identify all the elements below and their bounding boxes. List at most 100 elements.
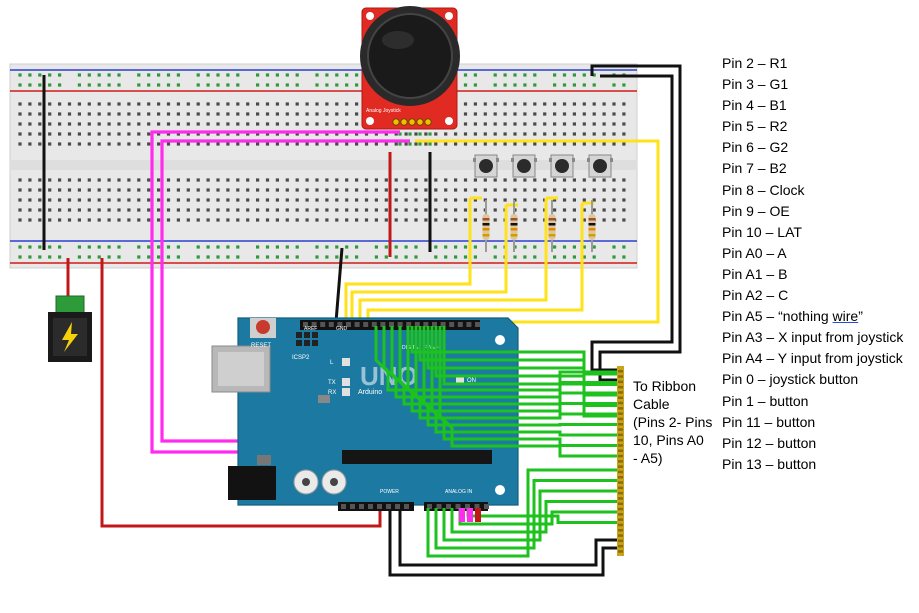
pin-function: LAT xyxy=(777,223,802,240)
ribbon-pin xyxy=(618,412,623,415)
pin-item: Pin A4 – Y input from joystick xyxy=(722,348,903,369)
header-pin xyxy=(406,322,412,327)
pin-item: Pin A0 – A xyxy=(722,243,903,264)
yellow-wire-button-2 xyxy=(350,205,508,322)
header-pin xyxy=(350,504,355,509)
ribbon-note-line: 10, Pins A0 xyxy=(633,432,704,448)
l-label: L xyxy=(330,360,334,366)
power-jack xyxy=(48,295,92,362)
wire-cap xyxy=(459,508,465,522)
green-wire xyxy=(442,489,620,542)
header-pin xyxy=(312,332,318,338)
pin-function: button xyxy=(776,413,816,430)
on-label: ON xyxy=(467,378,476,384)
ribbon-pin xyxy=(618,529,623,532)
green-wire xyxy=(466,508,620,524)
ribbon-pin xyxy=(618,476,623,479)
header-pin xyxy=(386,504,391,509)
ribbon-note-line: Cable xyxy=(633,396,670,412)
pin-item: Pin 10 – LAT xyxy=(722,222,903,243)
tx-label: TX xyxy=(328,380,336,386)
header-pin xyxy=(303,322,308,327)
ribbon-pin xyxy=(618,380,623,384)
header-pin xyxy=(337,322,343,327)
green-wire xyxy=(418,326,620,386)
ribbon-pin xyxy=(618,465,623,468)
ribbon-pin xyxy=(618,481,623,484)
header-pin xyxy=(304,332,310,338)
wire-cap xyxy=(475,508,481,522)
pin-function: B xyxy=(778,265,788,282)
resistors xyxy=(482,200,596,252)
black-wire-power-gnd-1 xyxy=(388,508,620,577)
green-wire xyxy=(450,500,620,534)
header-pin xyxy=(449,322,455,327)
pin-id: Pin A4 xyxy=(722,350,763,367)
dc-barrel-jack xyxy=(228,466,276,500)
separator: – xyxy=(753,76,770,93)
green-wire xyxy=(434,479,620,550)
pin-id: Pin 8 xyxy=(722,181,754,198)
ribbon-pin xyxy=(618,491,623,495)
pin-function: Clock xyxy=(769,181,805,198)
arduino-brand: Arduino xyxy=(358,389,382,396)
joystick-pin xyxy=(408,118,416,126)
reset-button[interactable] xyxy=(256,320,270,334)
pin-id: Pin 1 xyxy=(722,392,754,409)
separator: – xyxy=(753,97,770,114)
black-wire-ribbon-gnd-2 xyxy=(590,74,674,372)
green-ribbon-wires xyxy=(374,326,620,558)
ribbon-connector xyxy=(617,366,624,556)
pin-id: Pin 3 xyxy=(722,76,754,93)
header-pin xyxy=(484,504,489,509)
joystick-pin xyxy=(400,118,408,126)
pin-item: Pin 13 – button xyxy=(722,454,903,475)
header-pin xyxy=(427,504,432,509)
pin-function: Y input from joystick xyxy=(777,350,903,367)
black-wire-power-gnd-2 xyxy=(398,508,620,567)
joystick-module: Analog Joystick xyxy=(360,6,460,130)
separator: – xyxy=(762,350,778,367)
ribbon-note-line: To Ribbon xyxy=(633,378,697,394)
header-pin xyxy=(475,322,480,327)
header-pin xyxy=(397,322,403,327)
green-wire xyxy=(426,326,620,397)
analog-label: ANALOG IN xyxy=(445,489,473,495)
tactile-button xyxy=(549,154,575,178)
header-pin xyxy=(341,504,346,509)
header-pin xyxy=(371,322,377,327)
joystick-pin xyxy=(424,118,432,126)
pin-item: Pin 7 – B2 xyxy=(722,158,903,179)
header-pin xyxy=(368,504,373,509)
pin-id: Pin 9 xyxy=(722,202,754,219)
green-wire xyxy=(398,326,620,413)
header-pin xyxy=(455,504,461,509)
pin-function: A xyxy=(777,244,787,261)
ribbon-pin xyxy=(618,417,623,421)
black-wire-arduino-gnd xyxy=(334,247,344,323)
green-wire xyxy=(410,326,620,376)
power-label: POWER xyxy=(380,489,399,495)
pin-id: Pin 12 xyxy=(722,434,762,451)
header-pin xyxy=(436,504,442,509)
ribbon-pin xyxy=(618,544,623,548)
pin-id: Pin 6 xyxy=(722,139,754,156)
header-pin xyxy=(423,322,429,327)
digital-label: DIGITAL (PWM~) xyxy=(402,345,441,351)
ribbon-pin xyxy=(618,539,623,543)
header-pin xyxy=(395,504,400,509)
analog-header xyxy=(424,502,489,511)
pin-item: Pin 6 – G2 xyxy=(722,137,903,158)
pin-id: Pin 2 xyxy=(722,55,754,71)
separator: – xyxy=(753,118,770,135)
tactile-buttons xyxy=(473,154,613,178)
pin-item: Pin 11 – button xyxy=(722,412,903,433)
pin-item: Pin 8 – Clock xyxy=(722,180,903,201)
ribbon-note-line: - A5) xyxy=(633,450,663,466)
yellow-wire-button-1 xyxy=(344,198,472,322)
tactile-button xyxy=(511,154,537,178)
pin-id: Pin A3 xyxy=(722,329,763,346)
ribbon-pin xyxy=(618,454,623,458)
ribbon-pin xyxy=(618,507,623,511)
header-pin xyxy=(380,322,386,327)
